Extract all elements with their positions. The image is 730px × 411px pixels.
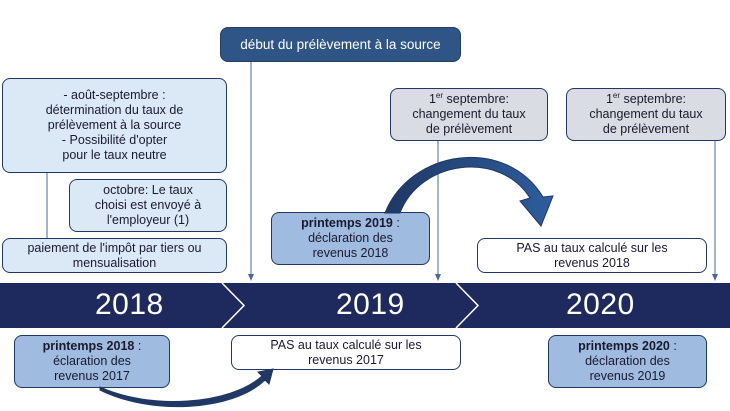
aug-sept-line-3: prélèvement à la source (47, 118, 182, 132)
start-source-banner: début du prélèvement à la source (220, 27, 461, 62)
spring-2018-title: printemps 2018 (42, 339, 135, 353)
spring-2020-heading: printemps 2020 : (578, 339, 677, 354)
aug-sept-box: - août-septembre : détermination du taux… (2, 78, 227, 173)
sept-2019-line-2: de prélèvement (425, 122, 513, 136)
spring-2019-line-1: déclaration des (308, 231, 393, 245)
payment-line-1: paiement de l'impôt par tiers ou (27, 240, 202, 255)
pas-2018-line-1: PAS au taux calculé sur les (516, 240, 668, 255)
sept-2019-line-1: changement du taux (412, 107, 526, 121)
sept-2020-box: 1er septembre: changement du taux de pré… (566, 88, 726, 141)
arrow-lower-icon (99, 368, 274, 408)
year-2018: 2018 (95, 288, 164, 321)
spring-2018-heading: printemps 2018 : (43, 339, 142, 354)
sept-2020-line-2: de prélèvement (602, 122, 690, 136)
october-line-2: choisi est envoyé à (94, 198, 202, 212)
spring-2019-title: printemps 2019 (301, 216, 393, 230)
aug-sept-line-2: détermination du taux de (45, 103, 184, 117)
spring-2020-line-1: déclaration des (585, 354, 670, 368)
sept-2020-line-1: changement du taux (589, 107, 703, 121)
sept-2020-month: septembre: (620, 92, 687, 106)
aug-sept-line-5: pour le taux neutre (62, 148, 167, 162)
spring-2020-box: printemps 2020 : déclaration des revenus… (548, 335, 707, 388)
chevron-1 (221, 283, 246, 328)
pas-2017-line-1: PAS au taux calculé sur les (270, 337, 422, 352)
october-box: octobre: Le taux choisi est envoyé à l'e… (69, 179, 227, 232)
payment-line-2: mensualisation (72, 255, 157, 270)
spring-2020-colon: : (669, 339, 677, 353)
pas-2017-line-2: revenus 2017 (308, 352, 384, 367)
sept-2020-heading: 1er septembre: (605, 90, 687, 107)
tick-sept-2020 (712, 274, 718, 281)
spring-2020-title: printemps 2020 (578, 339, 670, 353)
payment-box: paiement de l'impôt par tiers ou mensual… (2, 238, 227, 273)
year-2019: 2019 (336, 288, 405, 321)
aug-sept-line-4: - Possibilité d'opter (61, 133, 168, 147)
spring-2018-line-1: éclaration des (53, 354, 131, 368)
tick-start-source (248, 274, 254, 281)
sept-2019-box: 1er septembre: changement du taux de pré… (390, 88, 548, 141)
spring-2019-line-2: revenus 2018 (312, 246, 389, 260)
tick-sept-2019 (435, 274, 441, 281)
sept-2019-month: septembre: (443, 92, 510, 106)
sept-2020-sup: er (612, 90, 621, 100)
band-background (0, 283, 730, 328)
october-line-3: l'employeur (1) (106, 213, 190, 227)
pas-2017-box: PAS au taux calculé sur les revenus 2017 (231, 335, 461, 370)
arrow-upper-icon (384, 156, 554, 227)
pas-2018-line-2: revenus 2018 (554, 255, 630, 270)
spring-2018-colon: : (134, 339, 142, 353)
spring-2019-box: printemps 2019 : déclaration des revenus… (271, 212, 430, 265)
spring-2019-heading: printemps 2019 : (301, 216, 400, 231)
october-line-1: octobre: Le taux (103, 183, 193, 197)
sept-2020-day: 1 (605, 92, 613, 106)
timeline-band (0, 283, 730, 328)
spring-2019-colon: : (392, 216, 400, 230)
sept-2019-heading: 1er septembre: (428, 90, 510, 107)
sept-2019-day: 1 (428, 92, 436, 106)
pas-2018-box: PAS au taux calculé sur les revenus 2018 (477, 238, 707, 273)
spring-2020-line-2: revenus 2019 (589, 369, 666, 383)
spring-2018-line-2: revenus 2017 (54, 369, 130, 383)
spring-2018-box: printemps 2018 : éclaration des revenus … (14, 335, 170, 388)
year-2020: 2020 (566, 288, 635, 321)
chevron-2 (455, 283, 480, 328)
sept-2019-sup: er (435, 90, 444, 100)
start-source-label: début du prélèvement à la source (240, 37, 441, 52)
aug-sept-line-1: - août-septembre : (63, 88, 166, 102)
